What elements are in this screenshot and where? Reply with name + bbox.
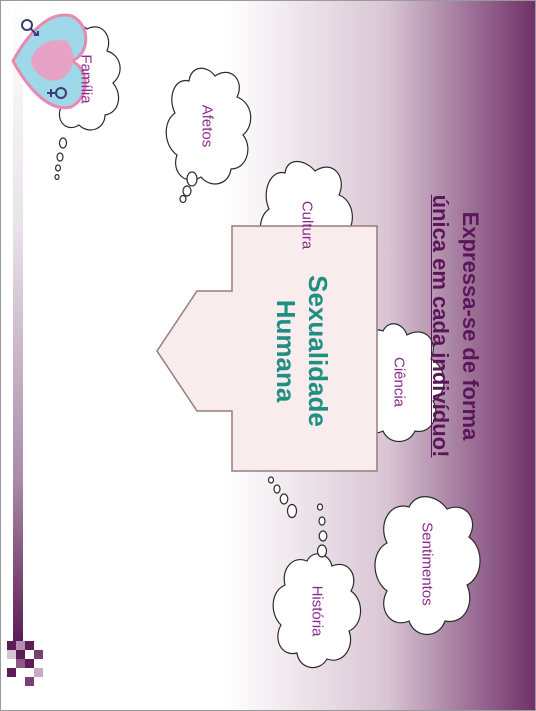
central-arrow-box <box>156 225 378 472</box>
thought-bubble <box>182 185 192 197</box>
tagline-line1: Expressa-se de forma <box>458 211 483 441</box>
thought-bubble <box>316 544 328 558</box>
thought-bubble <box>318 516 326 526</box>
corner-squares-decoration <box>7 641 43 686</box>
gender-symbols-heart-logo <box>11 13 88 110</box>
thought-bubble <box>273 484 281 494</box>
main-title-line2: Humana <box>271 299 301 403</box>
main-title-line1: Sexualidade <box>303 275 333 427</box>
thought-bubble <box>186 171 198 187</box>
cloud-label-familia: Família <box>77 54 95 104</box>
cloud-label-afetos: Afetos <box>198 104 216 148</box>
cloud-label-cultura: Cultura <box>298 200 316 250</box>
left-accent-bar <box>13 1 23 641</box>
thought-bubble <box>54 174 60 181</box>
main-title: Sexualidade Humana <box>270 261 334 441</box>
cloud-label-sentimentos: Sentimentos <box>418 522 436 606</box>
thought-bubble <box>54 164 61 172</box>
tagline-line2: única em cada indivíduo! <box>428 194 453 458</box>
thought-bubble <box>58 137 68 149</box>
thought-bubble <box>316 503 324 511</box>
cloud-label-ciencia: Ciência <box>390 356 408 408</box>
tagline: Expressa-se de forma única em cada indiv… <box>425 161 485 491</box>
thought-bubble <box>267 476 275 484</box>
cloud-historia <box>272 553 362 669</box>
thought-bubble <box>318 530 328 542</box>
thought-bubble <box>286 503 298 519</box>
thought-bubble <box>279 493 289 505</box>
cloud-label-historia: História <box>308 585 326 637</box>
cloud-sentimentos <box>374 496 481 636</box>
cloud-afetos <box>165 67 252 185</box>
thought-bubble <box>56 152 64 162</box>
thought-bubble <box>179 194 187 204</box>
